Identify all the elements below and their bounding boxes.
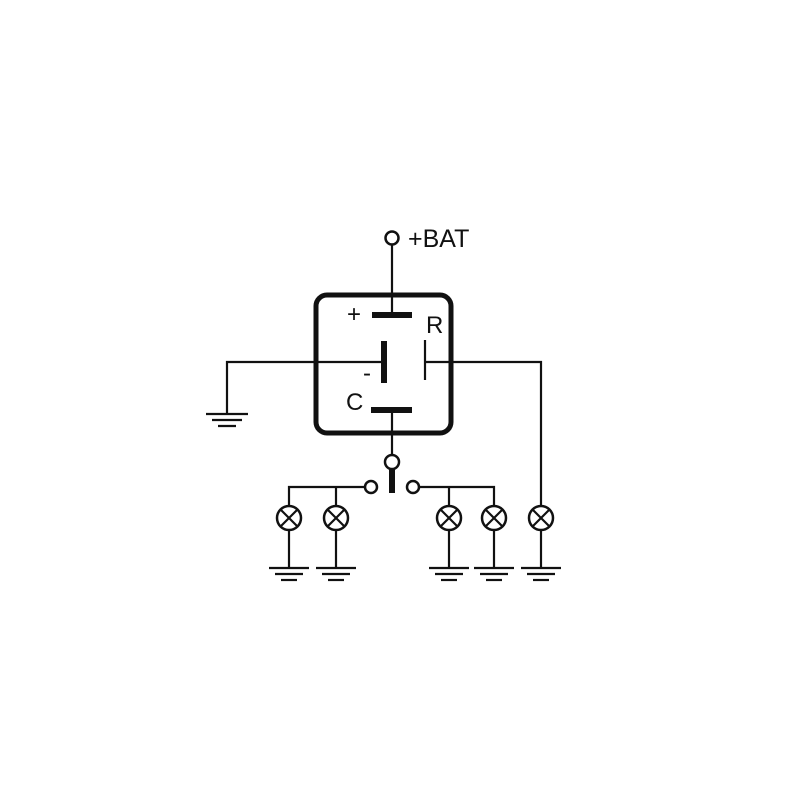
lamp-icon xyxy=(480,504,508,532)
ground-icon xyxy=(316,566,356,582)
ground-icon xyxy=(429,566,469,582)
lamp-icon xyxy=(275,504,303,532)
lamp-left-2 xyxy=(316,504,356,582)
right-lamp-bus xyxy=(419,485,496,506)
switch-pivot-icon xyxy=(383,453,401,471)
lamp-left-1 xyxy=(269,504,309,582)
battery-terminal-icon xyxy=(384,230,400,246)
terminal-r: R xyxy=(423,312,443,380)
terminal-minus: - xyxy=(363,341,387,387)
battery-label: +BAT xyxy=(408,225,469,253)
lamp-icon xyxy=(435,504,463,532)
ground-icon xyxy=(269,566,309,582)
battery-feed: +BAT xyxy=(384,225,469,315)
terminal-plus-label: + xyxy=(347,301,361,328)
terminal-minus-label: - xyxy=(363,360,371,387)
relay-housing xyxy=(313,292,454,436)
lamp-right-1 xyxy=(429,504,469,582)
terminal-c: C xyxy=(346,389,412,416)
left-lamp-bus xyxy=(287,485,365,506)
terminal-r-label: R xyxy=(426,312,443,339)
ground-icon xyxy=(206,412,248,428)
lamp-icon xyxy=(322,504,350,532)
lamp-right-2 xyxy=(474,504,514,582)
relay-ground-wire xyxy=(206,360,387,428)
direction-switch xyxy=(363,453,421,495)
ground-icon xyxy=(474,566,514,582)
switch-right-contact-icon xyxy=(405,479,421,495)
r-indicator-wire xyxy=(425,360,543,506)
terminal-plus: + xyxy=(347,301,412,328)
lamp-icon xyxy=(527,504,555,532)
lamp-indicator xyxy=(521,504,561,582)
terminal-c-label: C xyxy=(346,389,363,416)
switch-left-contact-icon xyxy=(363,479,379,495)
ground-icon xyxy=(521,566,561,582)
